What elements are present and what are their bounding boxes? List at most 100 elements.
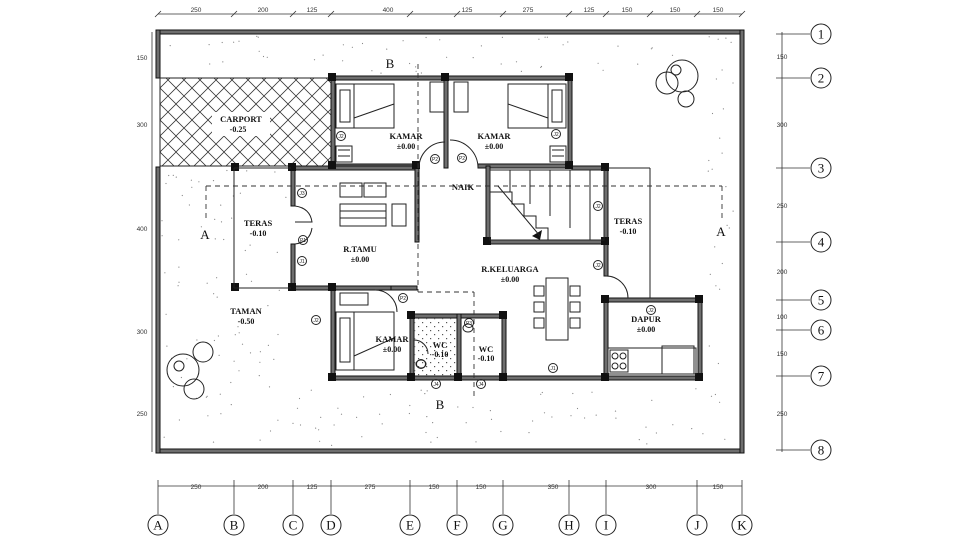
grass-speck (216, 296, 218, 298)
tile-dot (426, 358, 428, 360)
grass-speck (216, 277, 218, 279)
tile-dot (454, 330, 456, 332)
grass-speck (221, 41, 223, 44)
grass-speck (249, 352, 252, 354)
grid-column-bubble (731, 514, 753, 536)
door-tag: P2 (400, 296, 406, 302)
grass-speck (540, 66, 542, 68)
column (328, 161, 336, 169)
dimension-tick (406, 10, 414, 18)
grass-speck (331, 444, 333, 446)
tile-dot (418, 318, 420, 320)
grass-speck (177, 285, 179, 287)
grass-speck (292, 422, 294, 424)
grid-column-label: I (604, 518, 608, 533)
grass-speck (402, 40, 404, 42)
tile-dot (446, 322, 448, 324)
grass-speck (166, 345, 168, 347)
bottom-dim-label: 125 (307, 484, 318, 491)
grass-speck (165, 313, 167, 315)
grass-speck (490, 418, 493, 420)
grass-speck (205, 396, 207, 398)
grass-speck (213, 339, 215, 342)
door-tag: J2 (595, 204, 601, 210)
grass-speck (732, 82, 734, 84)
section-mark-b-bottom: B (436, 397, 445, 412)
tile-dot (430, 354, 432, 356)
tile-dot (418, 374, 420, 376)
grass-speck (220, 413, 222, 415)
dimension-tick (453, 10, 461, 18)
grass-speck (241, 343, 244, 345)
grass-speck (220, 221, 223, 223)
grid-row-bubble (810, 439, 832, 461)
tile-dot (438, 330, 440, 332)
grid-column-label: G (498, 518, 507, 533)
right-dim-label: 150 (777, 54, 788, 61)
structural-columns (231, 73, 703, 381)
grass-speck (178, 419, 180, 421)
tile-dot (418, 350, 420, 352)
grass-speck (206, 395, 208, 397)
grass-speck (342, 60, 344, 62)
room-level-wc-1: -0.10 (432, 350, 449, 359)
top-dim-label: 125 (462, 7, 473, 14)
grid-row-label: 2 (818, 71, 825, 86)
grass-speck (551, 416, 553, 418)
left-dim-label: 300 (137, 122, 148, 129)
grass-speck (672, 424, 674, 426)
tree-bottom-left (166, 341, 214, 400)
grass-speck (239, 192, 241, 194)
bottom-dim-label: 150 (429, 484, 440, 491)
grid-row-label: 3 (818, 161, 825, 176)
row-grid-markers: 1 2 3 4 5 6 7 8 (776, 23, 832, 461)
grass-speck (277, 419, 279, 421)
tile-dot (414, 370, 416, 372)
grid-column-label: E (406, 518, 414, 533)
grass-speck (361, 42, 364, 45)
grass-speck (249, 244, 251, 246)
grass-speck (584, 417, 586, 419)
room-name-kamar-1: KAMAR (389, 131, 423, 141)
grass-speck (475, 441, 477, 443)
right-dim-label: 250 (777, 411, 788, 418)
tile-dot (426, 350, 428, 352)
grass-speck (709, 273, 711, 275)
column (601, 295, 609, 303)
grass-speck (576, 407, 579, 410)
grass-speck (570, 415, 572, 417)
grass-speck (651, 47, 653, 49)
grass-speck (322, 54, 324, 56)
tile-dot (454, 346, 456, 348)
door-tag: J2 (313, 318, 319, 324)
tile-dot (450, 358, 452, 360)
door-tag: J2 (338, 134, 344, 140)
top-dim-label: 150 (713, 7, 724, 14)
grass-speck (562, 44, 564, 46)
column-grid-markers: A B C D E F G H I J K (147, 480, 753, 536)
grass-speck (296, 407, 299, 409)
grass-speck (432, 422, 434, 424)
grass-speck (500, 430, 502, 433)
grass-speck (409, 404, 411, 407)
grass-speck (190, 179, 192, 181)
grass-speck (274, 171, 276, 173)
dimension-tick (646, 10, 654, 18)
bottom-dim-label: 200 (258, 484, 269, 491)
column (231, 163, 239, 171)
grass-speck (315, 427, 317, 429)
tile-dot (442, 350, 444, 352)
column (601, 163, 609, 171)
grass-speck (212, 180, 215, 182)
tile-dot (418, 326, 420, 328)
grass-speck (646, 443, 648, 445)
grass-speck (717, 38, 719, 40)
tile-dot (442, 326, 444, 328)
tile-dot (438, 338, 440, 340)
garden-texture (161, 35, 734, 446)
column (407, 311, 415, 319)
grass-speck (238, 40, 240, 42)
grass-speck (528, 432, 530, 434)
dimension-tick (602, 10, 610, 18)
door-tag: P2 (432, 157, 438, 163)
